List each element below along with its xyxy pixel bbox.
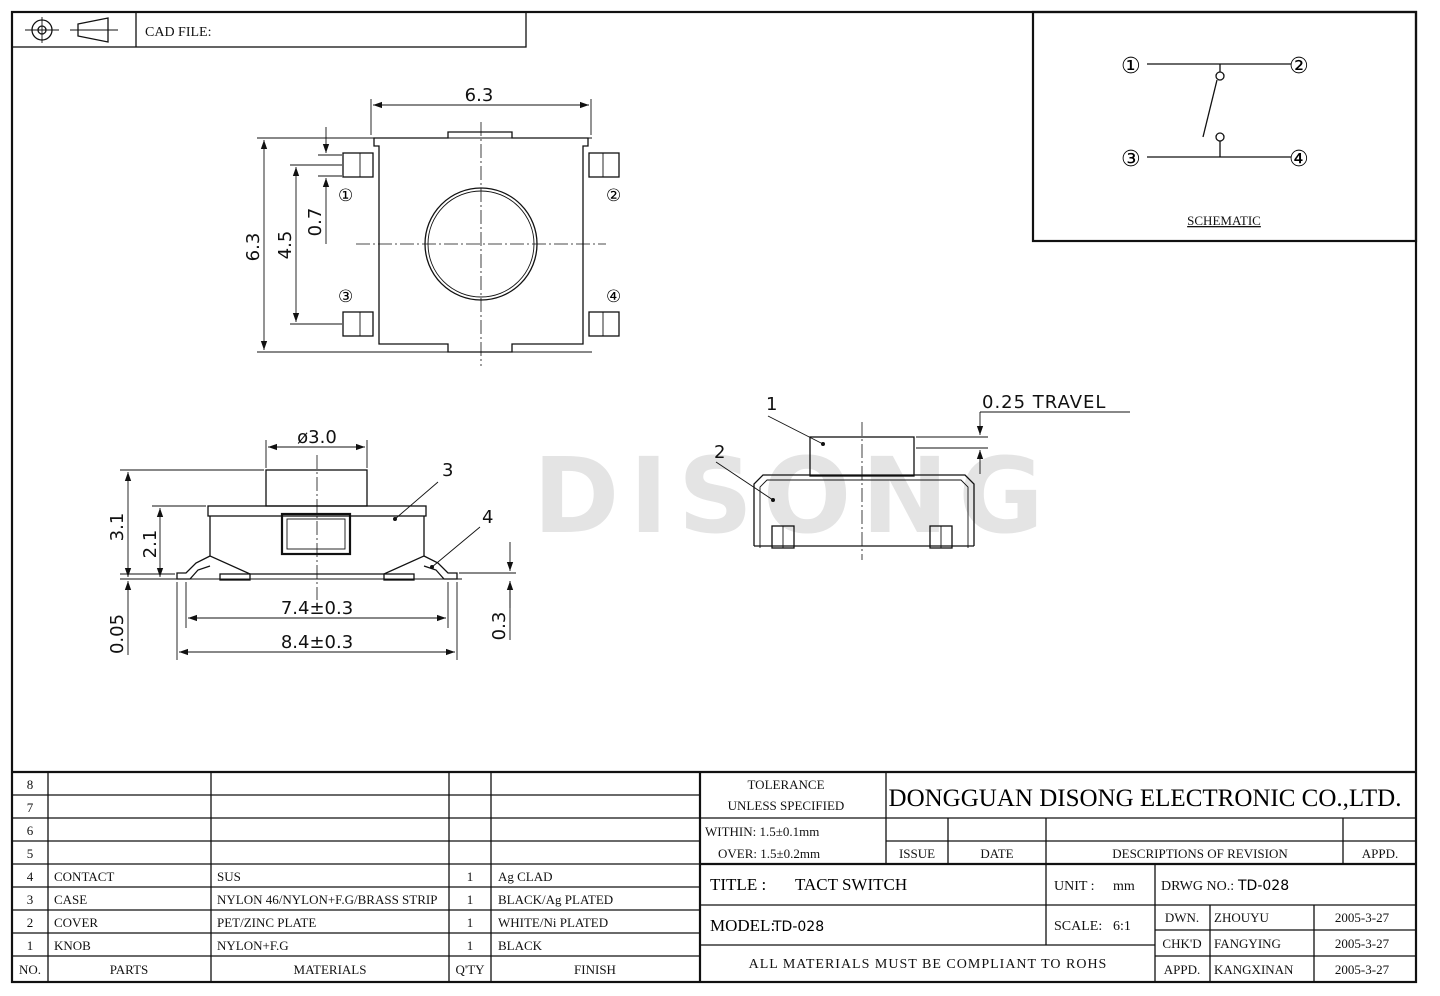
signoff-name: KANGXINAN	[1214, 962, 1294, 977]
top-pin-3: ③	[338, 287, 353, 307]
top-pin-1: ①	[338, 186, 353, 206]
drwg-value: TD-028	[1237, 878, 1289, 894]
scale-label: SCALE:	[1054, 919, 1102, 934]
tolerance-line-2: UNLESS SPECIFIED	[728, 798, 845, 813]
side-view: ø3.0 3.1 2.1 0.05 7.4±0.3 8.4±0.3 0.3 3	[107, 427, 516, 660]
bom-cell-finish: Ag CLAD	[498, 869, 553, 884]
callout-2: 2	[714, 442, 725, 463]
dim-top-height: 6.3	[243, 233, 264, 262]
tolerance-over: OVER: 1.5±0.2mm	[718, 846, 820, 861]
bom-cell-material: SUS	[217, 869, 241, 884]
rev-header-date: DATE	[980, 846, 1013, 861]
model-label: MODEL:	[710, 916, 775, 935]
dim-lead-thickness: 0.3	[489, 612, 510, 641]
bom-cell-no: 5	[27, 846, 34, 861]
signoff-name: FANGYING	[1214, 936, 1281, 951]
rev-header-desc: DESCRIPTIONS OF REVISION	[1112, 846, 1288, 861]
bom-cell-no: 6	[27, 823, 34, 838]
company-name: DONGGUAN DISONG ELECTRONIC CO.,LTD.	[889, 785, 1402, 812]
bom-cell-part: COVER	[54, 915, 98, 930]
projection-symbol-icon	[25, 17, 118, 43]
callout-1: 1	[766, 394, 777, 415]
bom-cell-finish: WHITE/Ni PLATED	[498, 915, 608, 930]
dim-lead-span-outer: 8.4±0.3	[281, 632, 353, 653]
tolerance-within: WITHIN: 1.5±0.1mm	[705, 824, 819, 839]
signoff-role: APPD.	[1164, 962, 1201, 977]
bom-cell-qty: 1	[467, 869, 474, 884]
bom-cell-part: KNOB	[54, 938, 91, 953]
schematic-pin-1: ①	[1121, 54, 1141, 79]
dim-lead-span-inner: 7.4±0.3	[281, 598, 353, 619]
bom-header-materials: MATERIALS	[294, 962, 367, 977]
dim-pin-width: 0.7	[305, 208, 326, 237]
top-pin-2: ②	[606, 186, 621, 206]
bom-header-parts: PARTS	[110, 962, 149, 977]
dim-knob-diameter: ø3.0	[297, 427, 337, 448]
bom-cell-qty: 1	[467, 892, 474, 907]
top-view: ① ② ③ ④ 6.3 6.3 4.5 0.7	[243, 85, 621, 366]
schematic-title: SCHEMATIC	[1187, 213, 1261, 228]
bom-cell-no: 2	[27, 915, 34, 930]
bom-table	[12, 772, 702, 982]
dim-total-height: 3.1	[107, 513, 128, 542]
unit-label: UNIT :	[1054, 879, 1095, 894]
bom-header-finish: FINISH	[574, 962, 616, 977]
schematic-panel: ① ② ③ ④ SCHEMATIC	[1031, 10, 1418, 243]
bom-cell-material: NYLON+F.G	[217, 938, 289, 953]
bom-cell-qty: 1	[467, 915, 474, 930]
bom-cell-part: CONTACT	[54, 869, 114, 884]
dim-top-width: 6.3	[465, 85, 494, 106]
signoff-date: 2005-3-27	[1335, 910, 1390, 925]
callout-3: 3	[442, 460, 453, 481]
schematic-pin-2: ②	[1289, 54, 1309, 79]
bom-cell-material: PET/ZINC PLATE	[217, 915, 316, 930]
scale-value: 6:1	[1113, 919, 1131, 934]
schematic-pin-3: ③	[1121, 147, 1141, 172]
travel-label: 0.25 TRAVEL	[982, 392, 1106, 413]
dim-standoff: 0.05	[107, 614, 128, 654]
title-block: 8 7 6 5 4 CONTACT SUS 1 Ag CLAD 3 CASE NYLON 46/NYL…	[12, 770, 1416, 982]
tolerance-line-1: TOLERANCE	[747, 777, 824, 792]
bom-cell-material: NYLON 46/NYLON+F.G/BRASS STRIP	[217, 892, 437, 907]
dim-pin-pitch: 4.5	[275, 231, 296, 260]
rev-header-appd: APPD.	[1362, 846, 1399, 861]
bom-header-qty: Q'TY	[455, 962, 485, 977]
schematic-pin-4: ④	[1289, 147, 1309, 172]
watermark: DISONG	[533, 435, 1054, 557]
bom-cell-no: 7	[27, 800, 34, 815]
model-value: TD-028	[772, 919, 824, 935]
cad-file-label: CAD FILE:	[145, 25, 212, 40]
drawing-border	[10, 10, 1418, 984]
bom-cell-qty: 1	[467, 938, 474, 953]
bom-cell-no: 1	[27, 938, 34, 953]
signoff-role: CHK'D	[1162, 936, 1201, 951]
signoff-name: ZHOUYU	[1214, 910, 1269, 925]
drwg-label: DRWG NO.:	[1161, 879, 1234, 894]
bom-cell-no: 3	[27, 892, 34, 907]
signoff-date: 2005-3-27	[1335, 936, 1390, 951]
callout-4: 4	[482, 507, 493, 528]
bom-cell-no: 4	[27, 869, 34, 884]
unit-value: mm	[1113, 879, 1135, 894]
bom-cell-part: CASE	[54, 892, 87, 907]
bom-header-no: NO.	[19, 962, 41, 977]
top-pin-4: ④	[606, 287, 621, 307]
travel-view: 0.25 TRAVEL 1 2	[714, 392, 1130, 560]
rohs-note: ALL MATERIALS MUST BE COMPLIANT TO ROHS	[749, 957, 1108, 972]
bom-cell-finish: BLACK/Ag PLATED	[498, 892, 613, 907]
bom-cell-no: 8	[27, 777, 34, 792]
cad-file-header: CAD FILE:	[11, 11, 527, 48]
bom-cell-finish: BLACK	[498, 938, 543, 953]
signoff-role: DWN.	[1165, 910, 1199, 925]
title-label: TITLE :	[710, 875, 766, 894]
signoff-date: 2005-3-27	[1335, 962, 1390, 977]
rev-header-issue: ISSUE	[899, 846, 935, 861]
title-value: TACT SWITCH	[795, 875, 907, 894]
dim-body-height: 2.1	[140, 530, 161, 559]
